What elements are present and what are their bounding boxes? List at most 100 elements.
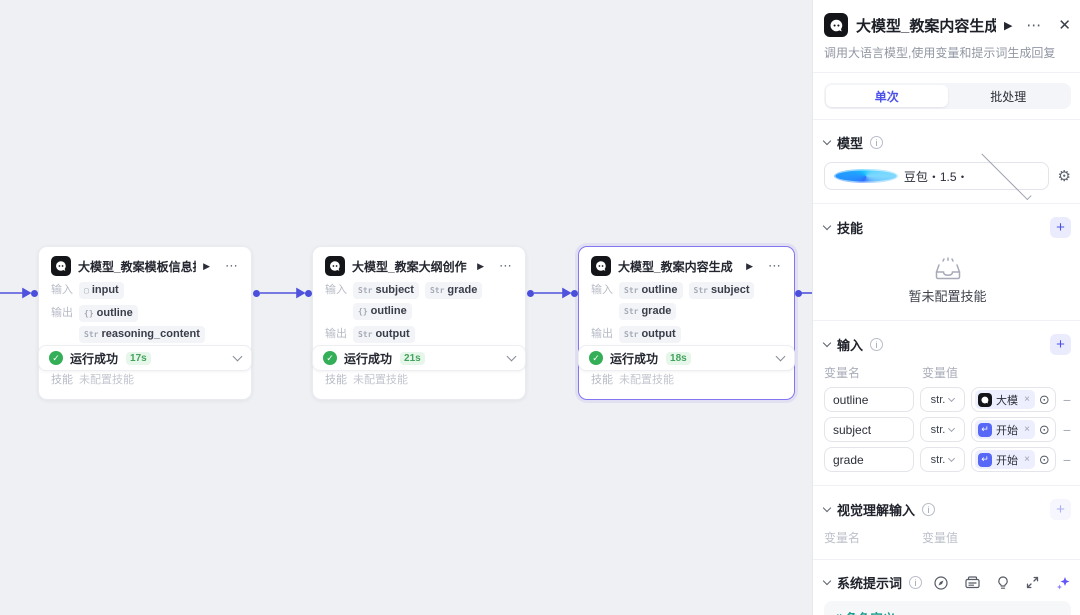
- node2-input-port[interactable]: [305, 290, 312, 297]
- model-section-label: 模型: [837, 136, 864, 151]
- add-skill-button[interactable]: +: [1050, 217, 1071, 238]
- edge-layer: [0, 287, 812, 299]
- locate-node-icon[interactable]: ⊙: [1038, 391, 1050, 407]
- add-visual-input-button[interactable]: +: [1050, 499, 1071, 520]
- duration-badge: 17s: [126, 351, 151, 365]
- node1-input-port[interactable]: [31, 290, 38, 297]
- row-label: 技能: [51, 374, 73, 386]
- run-node-icon[interactable]: ▶: [203, 260, 210, 271]
- remove-ref-icon[interactable]: ×: [1024, 424, 1030, 435]
- node3-input-port[interactable]: [571, 290, 578, 297]
- run-node-icon[interactable]: ▶: [477, 260, 484, 271]
- row-label: 输出: [325, 328, 347, 340]
- tab-batch[interactable]: 批处理: [990, 89, 1027, 104]
- panel-title: 大模型_教案内容生成: [856, 17, 996, 35]
- var-name-input[interactable]: [824, 417, 914, 442]
- node1-output-port[interactable]: [253, 290, 260, 297]
- var-type-select[interactable]: str.: [920, 447, 965, 472]
- close-icon[interactable]: ✕: [1058, 17, 1071, 34]
- run-node-icon[interactable]: ▶: [746, 260, 753, 271]
- ref-chip[interactable]: 大模型_⋯ · ×: [975, 390, 1035, 409]
- bulb-icon[interactable]: [997, 575, 1009, 590]
- locate-node-icon[interactable]: ⊙: [1038, 421, 1050, 437]
- str-type-icon: Str: [358, 286, 373, 295]
- skills-empty-text: 暂未配置技能: [908, 289, 987, 304]
- node-title: 大模型_教案内容生成: [618, 259, 733, 274]
- info-icon[interactable]: i: [909, 576, 923, 589]
- skill-value: 未配置技能: [353, 374, 408, 386]
- row-label: 输入: [591, 284, 613, 296]
- chevron-down-icon[interactable]: [822, 576, 832, 586]
- chevron-down-icon[interactable]: [775, 351, 786, 362]
- chevron-down-icon[interactable]: [822, 221, 832, 231]
- duration-badge: 21s: [400, 351, 425, 365]
- prompt-heading: # 角色定义: [835, 610, 1060, 615]
- remove-ref-icon[interactable]: ×: [1024, 394, 1030, 405]
- node1-run-status[interactable]: ✓ 运行成功 17s: [38, 345, 252, 371]
- input-row-outline: str. 大模型_⋯ · × ⊙ −: [824, 387, 1071, 412]
- llm-node-icon: [824, 13, 848, 37]
- remove-row-icon[interactable]: −: [1062, 391, 1071, 408]
- input-section-label: 输入: [837, 338, 864, 353]
- var-tag: ▢input: [79, 282, 124, 299]
- ref-chip[interactable]: ↵ 开始 · sub⋯ ×: [975, 420, 1035, 439]
- more-icon[interactable]: ⋯: [225, 258, 239, 273]
- input-row-grade: str. ↵ 开始 · grade × ⊙ −: [824, 447, 1071, 472]
- more-icon[interactable]: ⋯: [1026, 17, 1043, 34]
- var-type-select[interactable]: str.: [920, 387, 965, 412]
- more-icon[interactable]: ⋯: [499, 258, 513, 273]
- var-type-select[interactable]: str.: [920, 417, 965, 442]
- debug-compass-icon[interactable]: [934, 575, 948, 590]
- system-prompt-editor[interactable]: # 角色定义 你是一位**学科化教案生成专家**，核心任务是根据用户输入的**明…: [824, 601, 1071, 615]
- expand-icon[interactable]: [1026, 576, 1039, 589]
- skill-value: 未配置技能: [79, 374, 134, 386]
- chevron-down-icon[interactable]: [822, 136, 832, 146]
- llm-node-icon: [591, 256, 611, 276]
- chevron-down-icon[interactable]: [822, 503, 832, 513]
- ref-chip[interactable]: ↵ 开始 · grade ×: [975, 450, 1035, 469]
- node3-output-port[interactable]: [795, 290, 802, 297]
- col-var-value: 变量值: [922, 366, 959, 380]
- remove-row-icon[interactable]: −: [1062, 421, 1071, 438]
- col-var-name: 变量名: [824, 366, 861, 380]
- input-row-subject: str. ↵ 开始 · sub⋯ × ⊙ −: [824, 417, 1071, 442]
- row-label: 输出: [591, 328, 613, 340]
- add-input-button[interactable]: +: [1050, 334, 1071, 355]
- node2-run-status[interactable]: ✓ 运行成功 21s: [312, 345, 526, 371]
- start-node-icon: ↵: [978, 422, 992, 437]
- var-name-input[interactable]: [824, 447, 914, 472]
- obj-type-icon: {}: [358, 307, 368, 316]
- run-node-icon[interactable]: ▶: [1003, 19, 1013, 32]
- row-label: 输出: [51, 307, 73, 319]
- row-label: 输入: [325, 284, 347, 296]
- chevron-down-icon[interactable]: [506, 351, 517, 362]
- remove-ref-icon[interactable]: ×: [1024, 454, 1030, 465]
- var-name-input[interactable]: [824, 387, 914, 412]
- node-llm-template-extract[interactable]: 大模型_教案模板信息提取 ▶ ⋯ 输入 ▢input 输出 {}outline …: [38, 246, 252, 400]
- ai-optimize-sparkle-icon[interactable]: [1056, 575, 1071, 590]
- remove-row-icon[interactable]: −: [1062, 451, 1071, 468]
- more-icon[interactable]: ⋯: [768, 258, 782, 273]
- model-select[interactable]: 豆包・1.5・Pro・32k: [824, 149, 1049, 201]
- node-title: 大模型_教案大纲创作: [352, 259, 467, 274]
- gear-icon[interactable]: ⚙: [1057, 168, 1071, 185]
- str-type-icon: Str: [358, 330, 373, 339]
- tab-single[interactable]: 单次: [826, 85, 948, 107]
- chevron-down-icon[interactable]: [822, 338, 832, 348]
- locate-node-icon[interactable]: ⊙: [1038, 451, 1050, 467]
- chevron-down-icon[interactable]: [232, 351, 243, 362]
- panel-description: 调用大语言模型,使用变量和提示词生成回复: [824, 46, 1056, 60]
- node3-run-status[interactable]: ✓ 运行成功 18s: [578, 345, 795, 371]
- info-icon[interactable]: i: [870, 338, 884, 351]
- info-icon[interactable]: i: [922, 503, 936, 516]
- info-icon[interactable]: i: [870, 136, 884, 149]
- skills-section-label: 技能: [837, 221, 864, 236]
- prompt-library-icon[interactable]: [965, 576, 980, 589]
- node2-output-port[interactable]: [527, 290, 534, 297]
